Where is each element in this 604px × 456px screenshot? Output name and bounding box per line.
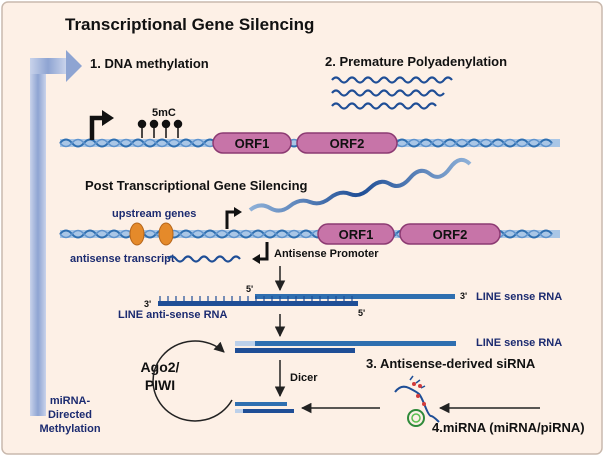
feedback-arrow	[30, 50, 82, 416]
dicer-label: Dicer	[290, 372, 318, 384]
orf2-box-top: ORF2	[296, 132, 398, 154]
orf1-box-mid: ORF1	[317, 223, 395, 245]
antisense-promoter-label: Antisense Promoter	[274, 248, 379, 260]
piwi-label: PIWI	[145, 377, 175, 393]
step3-label: 3. Antisense-derived siRNA	[366, 356, 536, 371]
step2-label: 2. Premature Polyadenylation	[325, 54, 507, 69]
orf1-label-mid: ORF1	[339, 227, 374, 242]
antisense-promoter-arrow	[252, 242, 269, 264]
promoter-arrow-mid	[225, 207, 242, 229]
orf2-label-mid: ORF2	[433, 227, 468, 242]
antisense-transcript-ribbon	[167, 255, 241, 263]
ago2-cycle-arrow	[152, 340, 233, 422]
orf1-label-top: ORF1	[235, 136, 270, 151]
duplex-five-prime-top: 5'	[246, 284, 253, 294]
mirna-label-line2: Directed	[48, 409, 92, 421]
orf2-box-mid: ORF2	[399, 223, 501, 245]
rna-duplex	[158, 294, 455, 306]
antisense-transcript-label: antisense transcript	[70, 253, 175, 265]
line-antisense-rna-label: LINE anti-sense RNA	[118, 309, 227, 321]
upstream-genes-label: upstream genes	[112, 208, 196, 220]
premature-transcripts	[331, 76, 453, 110]
sense-transcript-ribbon	[248, 157, 472, 213]
duplex-three-prime-top: 3'	[460, 291, 467, 301]
sirna-product	[235, 402, 294, 413]
mirna-label-line3: Methylation	[39, 423, 100, 435]
step1-label: 1. DNA methylation	[90, 56, 209, 71]
orf1-box-top: ORF1	[212, 132, 292, 154]
duplex-three-prime-bottom: 3'	[144, 299, 151, 309]
promoter-arrow-top	[89, 110, 114, 140]
title: Transcriptional Gene Silencing	[65, 15, 314, 34]
mirna-label-line1: miRNA-	[50, 395, 91, 407]
upstream-protein-1	[129, 222, 145, 246]
orf2-label-top: ORF2	[330, 136, 365, 151]
mark-5mc: 5mC	[152, 107, 176, 119]
upstream-protein-2	[158, 222, 174, 246]
line-sense-rna-label-1: LINE sense RNA	[476, 291, 562, 303]
rna-duplex-2	[235, 341, 456, 353]
ptgs-title: Post Transcriptional Gene Silencing	[85, 178, 308, 193]
mirna-hairpin	[394, 375, 440, 427]
methyl-marks	[137, 119, 183, 138]
duplex-five-prime-bottom: 5'	[358, 308, 365, 318]
step4-label: 4.miRNA (miRNA/piRNA)	[432, 420, 585, 435]
line-sense-rna-label-2: LINE sense RNA	[476, 337, 562, 349]
ago2-label: Ago2/	[141, 359, 180, 375]
